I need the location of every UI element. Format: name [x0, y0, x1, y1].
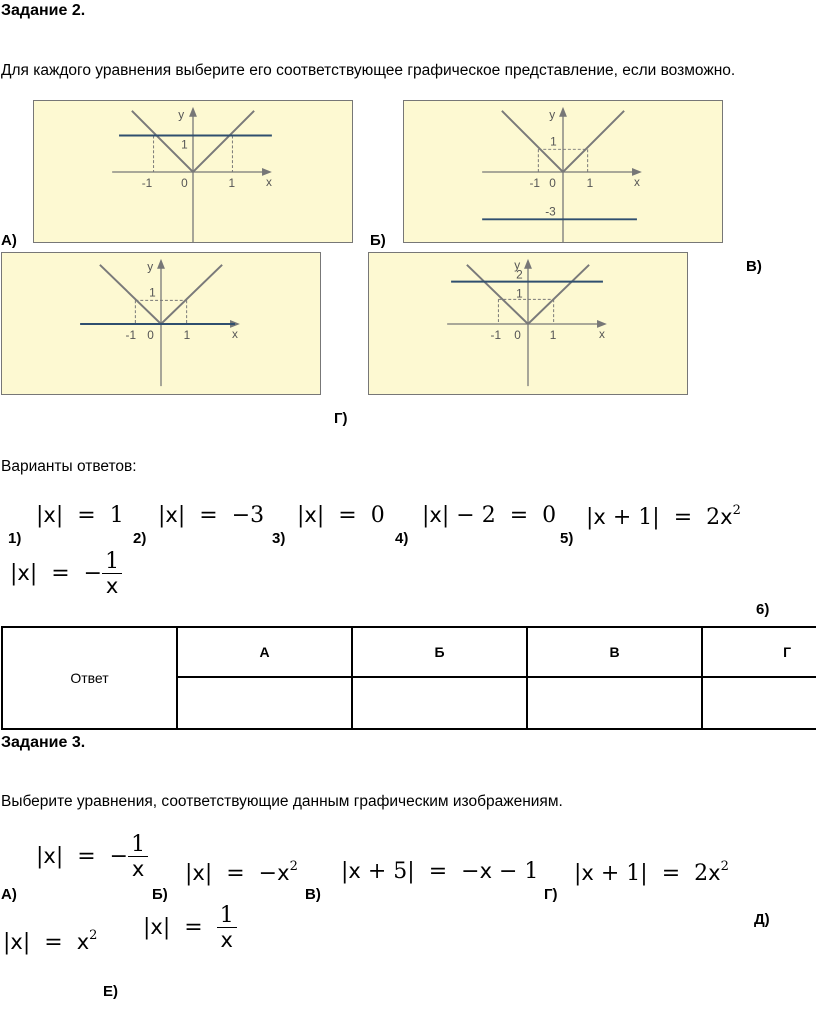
tick-neg1: -1: [491, 328, 502, 342]
option-eq-5: |x + 1| = 2x2: [586, 503, 741, 530]
task3-eq-b: |x| = −x2: [185, 859, 298, 886]
table-row-label: Ответ: [1, 626, 178, 730]
tick-pos1: 1: [550, 328, 557, 342]
x-axis-arrow: [632, 168, 642, 176]
graph-label-v: В): [746, 258, 762, 275]
tick-neg1: -1: [529, 176, 540, 190]
answer-cell-g[interactable]: [701, 676, 816, 730]
task2-instruction: Для каждого уравнения выберите его соотв…: [1, 62, 736, 79]
abs-x-graph: [466, 264, 590, 326]
task3-label-v: В): [305, 886, 321, 903]
tick-zero: 0: [514, 328, 521, 342]
task3-eq-d: |x| = x2: [3, 928, 98, 955]
answer-cell-v[interactable]: [526, 676, 703, 730]
task3-label-b: Б): [152, 886, 168, 903]
graph-label-a: А): [1, 232, 17, 249]
option-label-1: 1): [8, 530, 22, 547]
answer-cell-b[interactable]: [351, 676, 528, 730]
y-axis-arrow: [189, 106, 197, 117]
abs-x-graph: [501, 110, 625, 174]
y-label: y: [549, 108, 555, 122]
option-label-6: 6): [756, 601, 770, 618]
graph-a-plot: y x -1 0 1 1: [112, 106, 272, 242]
task3-label-a: А): [1, 886, 17, 903]
option-label-2: 2): [133, 530, 147, 547]
x-label: x: [266, 175, 272, 189]
option-label-5: 5): [560, 530, 574, 547]
y-axis-arrow: [157, 258, 165, 269]
tick-zero: 0: [549, 176, 556, 190]
graph-label-g: Г): [334, 410, 348, 427]
graph-g-plot: y x -1 0 1 2 1: [447, 258, 607, 387]
task2-title: Задание 2.: [1, 2, 86, 19]
tick-y-neg3: -3: [545, 204, 556, 218]
graph-a: y x -1 0 1 1: [33, 100, 353, 243]
y-label: y: [147, 260, 153, 274]
tick-neg1: -1: [142, 176, 153, 190]
option-eq-1: |x| = 1: [36, 503, 124, 528]
task3-label-d: Д): [754, 911, 770, 928]
graph-b-plot: y x -1 0 1 1 -3: [482, 106, 642, 242]
tick-y1: 1: [516, 286, 523, 300]
tick-pos1: 1: [587, 176, 594, 190]
x-label: x: [634, 175, 640, 189]
y-label: y: [514, 258, 520, 272]
y-axis-arrow: [559, 106, 567, 117]
x-label: x: [232, 327, 238, 341]
x-label: x: [599, 327, 605, 341]
y-axis-arrow: [524, 258, 532, 269]
x-axis-arrow: [262, 168, 272, 176]
tick-zero: 0: [181, 176, 188, 190]
table-col-b: Б: [351, 626, 528, 678]
option-eq-3: |x| = 0: [297, 503, 385, 528]
task3-instruction: Выберите уравнения, соответствующие данн…: [1, 793, 563, 810]
tick-y1: 1: [149, 285, 156, 299]
option-label-4: 4): [395, 530, 409, 547]
graph-label-b: Б): [370, 232, 386, 249]
table-col-v: В: [526, 626, 703, 678]
x-axis-arrow: [597, 320, 607, 328]
tick-pos1: 1: [184, 328, 191, 342]
graph-b: y x -1 0 1 1 -3: [403, 100, 723, 243]
option-eq-4: |x| − 2 = 0: [422, 503, 557, 528]
y-label: y: [178, 108, 184, 122]
answer-cell-a[interactable]: [176, 676, 353, 730]
task3-label-g: Г): [544, 886, 558, 903]
table-col-a: А: [176, 626, 353, 678]
option-eq-2: |x| = −3: [158, 503, 265, 528]
abs-x-graph: [131, 110, 255, 174]
answers-title: Варианты ответов:: [1, 458, 137, 475]
tick-neg1: -1: [126, 328, 137, 342]
tick-y1: 1: [550, 134, 557, 148]
tick-y2: 2: [516, 268, 523, 282]
answer-table: Ответ А Б В Г: [1, 626, 816, 730]
task3-eq-v: |x + 5| = −x − 1: [341, 859, 539, 884]
option-label-3: 3): [272, 530, 286, 547]
task3-title: Задание 3.: [1, 734, 86, 751]
graph-v-plot: y x -1 0 1 1: [80, 258, 240, 387]
graph-v: y x -1 0 1 1: [1, 252, 321, 395]
task3-eq-g: |x + 1| = 2x2: [574, 859, 729, 886]
task3-label-e: Е): [103, 983, 118, 1000]
table-col-g: Г: [701, 626, 816, 678]
graph-g: y x -1 0 1 2 1: [368, 252, 688, 395]
tick-pos1: 1: [228, 176, 235, 190]
tick-zero: 0: [147, 328, 154, 342]
tick-y1: 1: [181, 137, 188, 151]
